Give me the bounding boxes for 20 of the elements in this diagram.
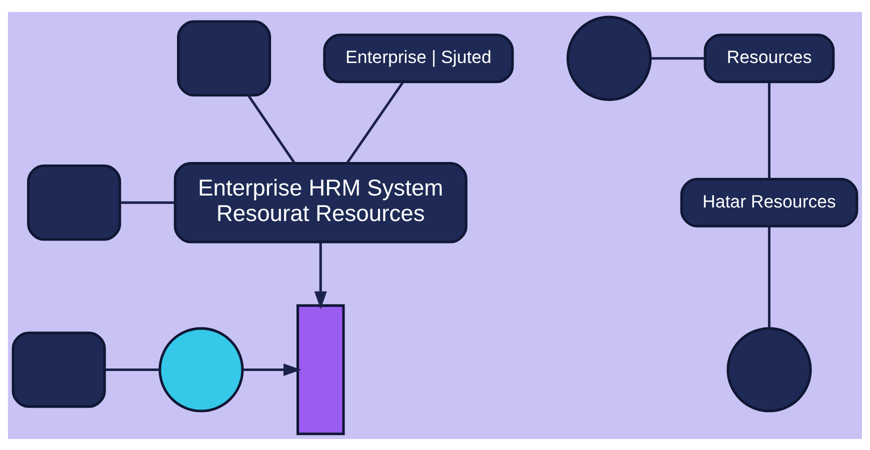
node-circle bbox=[726, 326, 812, 412]
node-box: Enterprise | Sjuted bbox=[323, 33, 514, 83]
connector bbox=[247, 94, 296, 164]
node-circle bbox=[566, 15, 652, 100]
node-box bbox=[27, 164, 122, 240]
connector bbox=[768, 82, 770, 179]
connector bbox=[120, 200, 176, 204]
node-circle bbox=[158, 326, 244, 412]
node-box: Enterprise HRM System Resourat Resources bbox=[174, 161, 468, 243]
node-box: Hatar Resources bbox=[680, 177, 858, 227]
arrow bbox=[242, 363, 302, 376]
connector bbox=[651, 56, 706, 60]
connector bbox=[346, 81, 404, 164]
node-box: Resources bbox=[704, 33, 835, 83]
node-box bbox=[12, 331, 106, 408]
node-bar bbox=[296, 304, 345, 435]
connector bbox=[768, 226, 770, 328]
connector bbox=[104, 368, 160, 370]
node-box bbox=[177, 20, 272, 96]
arrow bbox=[314, 242, 327, 309]
